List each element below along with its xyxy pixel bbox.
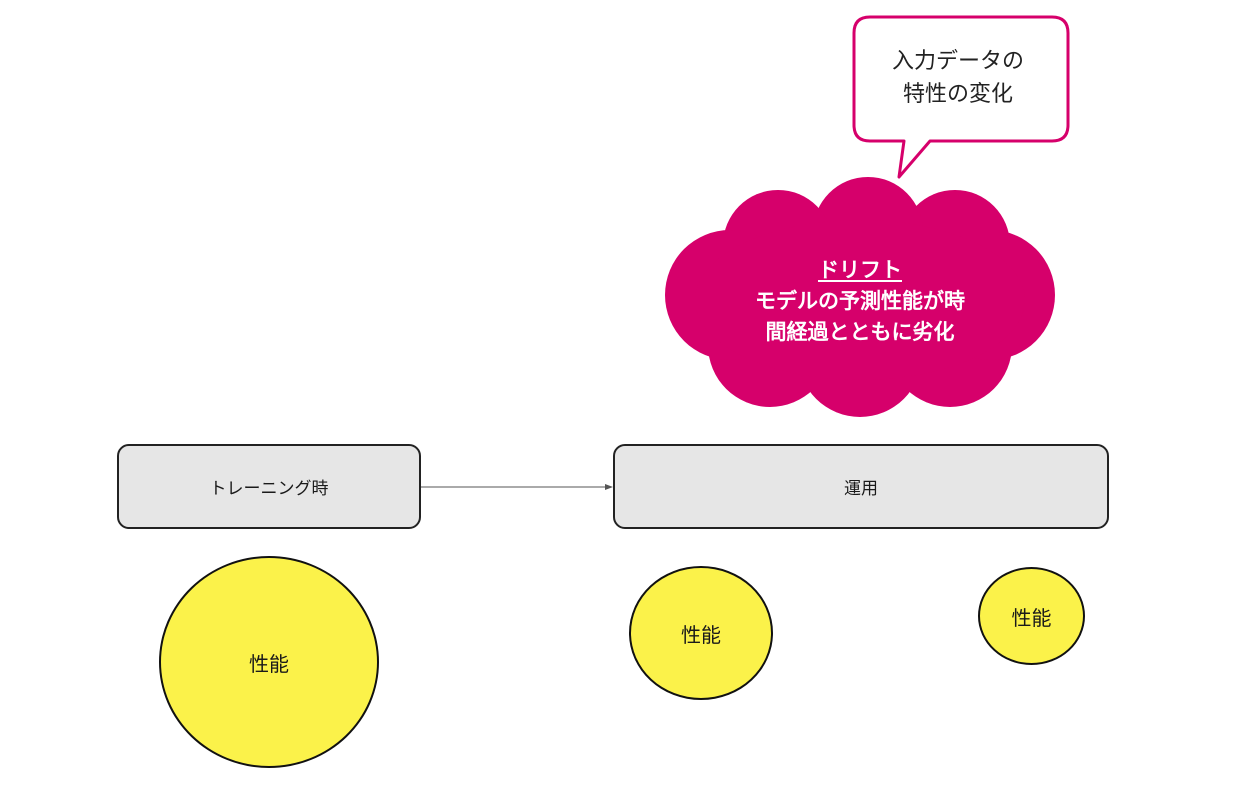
drift-text: ドリフト モデルの予測性能が時 間経過とともに劣化 [700, 255, 1020, 348]
operation-performance-circle-1: 性能 [629, 566, 773, 700]
callout-text: 入力データの 特性の変化 [852, 45, 1064, 111]
training-stage-label: トレーニング時 [209, 479, 329, 499]
training-stage-box: トレーニング時 [117, 444, 421, 529]
operation-performance-label-2: 性能 [1011, 605, 1052, 630]
training-performance-label: 性能 [249, 651, 289, 676]
callout-line-2: 特性の変化 [902, 82, 1013, 107]
operation-performance-label-1: 性能 [681, 622, 721, 647]
callout-line-1: 入力データの [891, 49, 1024, 74]
flow-arrow-head [605, 484, 613, 490]
operation-performance-circle-2: 性能 [978, 567, 1085, 665]
operation-stage-label: 運用 [844, 479, 878, 499]
drift-cloud [665, 177, 1055, 417]
drift-title: ドリフト [818, 258, 902, 282]
drift-description-line-2: 間経過とともに劣化 [765, 320, 955, 344]
operation-stage-box: 運用 [613, 444, 1109, 529]
callout-bubble [852, 15, 1070, 179]
drift-description-line-1: モデルの予測性能が時 [755, 289, 965, 313]
training-performance-circle: 性能 [159, 556, 379, 768]
